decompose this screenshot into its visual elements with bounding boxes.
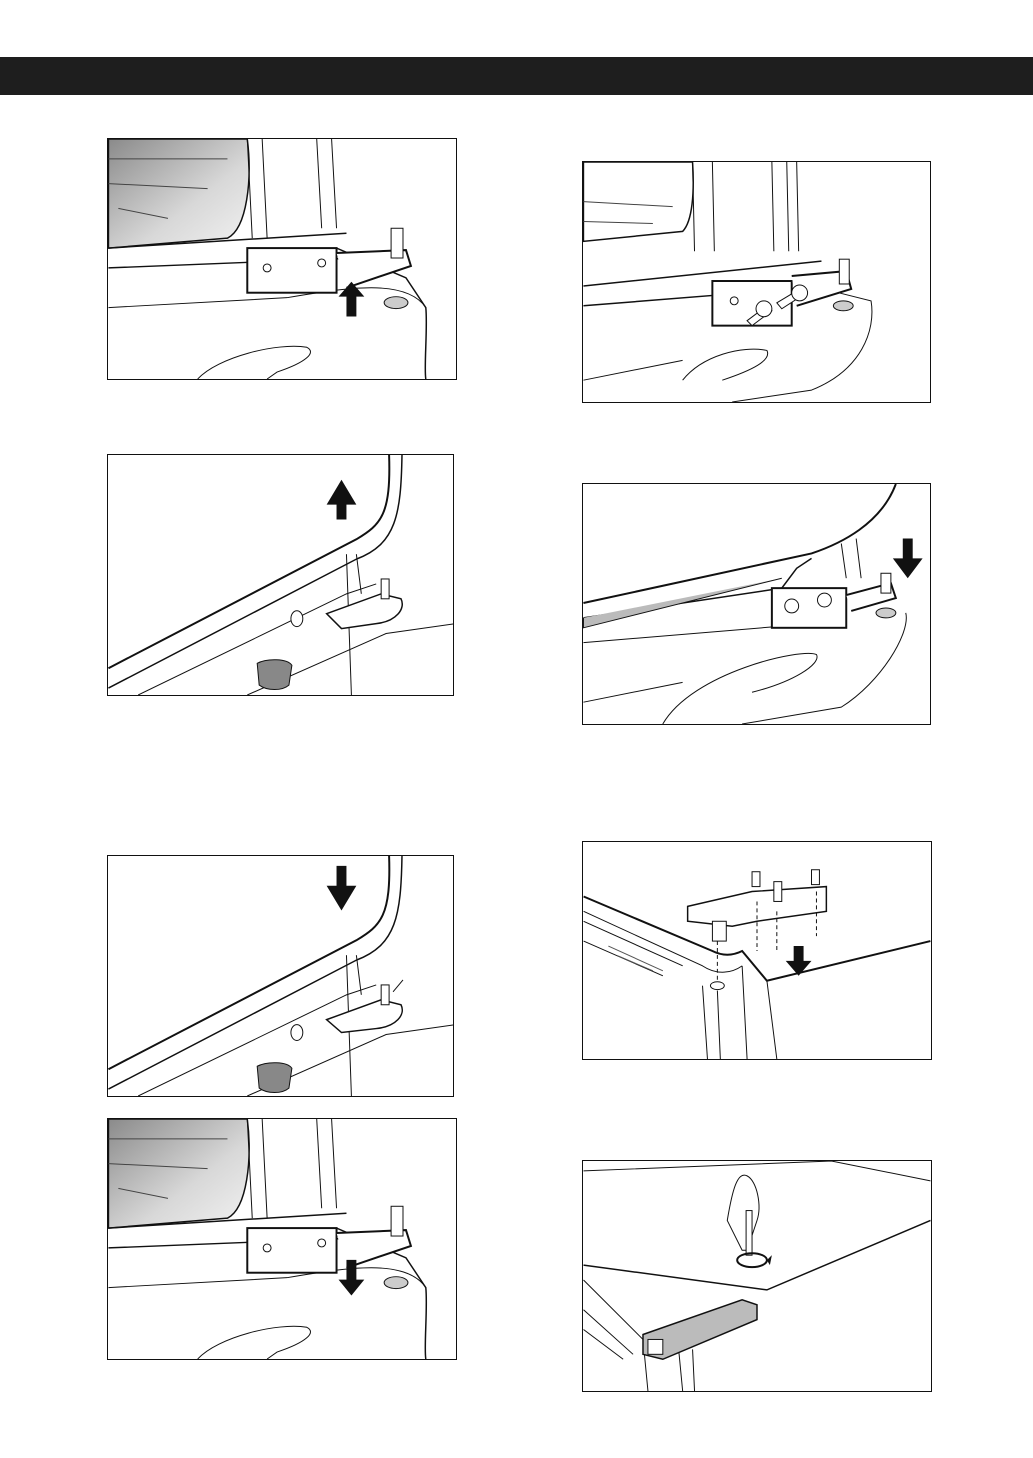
figure-door-lower bbox=[107, 855, 454, 1097]
figure-door-lower-onto-hinge bbox=[582, 483, 931, 725]
figure-lower-hinge-lift bbox=[107, 138, 457, 380]
figure-door-lift bbox=[107, 454, 454, 696]
figure-hinge-bracket-screws bbox=[582, 161, 931, 403]
figure-lower-hinge-lower bbox=[107, 1118, 457, 1360]
figure-screwdriver-tighten bbox=[582, 1160, 932, 1392]
header-bar bbox=[0, 57, 1033, 95]
figure-top-hinge-plate-install bbox=[582, 841, 932, 1060]
